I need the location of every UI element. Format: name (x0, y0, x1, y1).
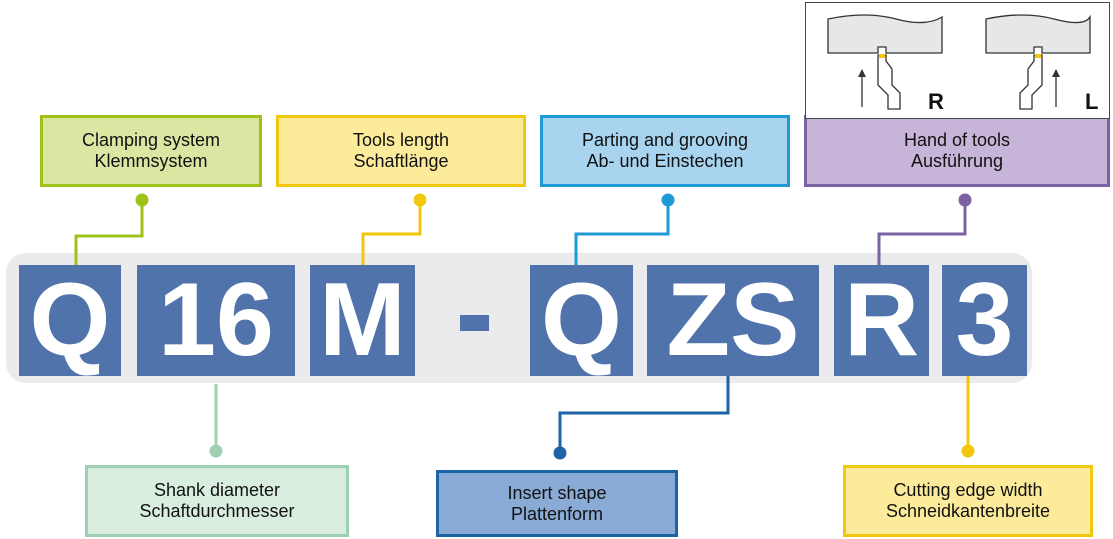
code-separator-dash (460, 315, 489, 331)
label-insert-shape: Insert shape Plattenform (436, 470, 678, 537)
label-parting-en: Parting and grooving (581, 130, 749, 150)
connector-dot-length (413, 193, 427, 207)
hand-right-label: R (928, 89, 944, 114)
hand-left-label: L (1085, 89, 1099, 114)
hand-tool-illustration (827, 14, 1091, 110)
label-insert-en: Insert shape (507, 482, 607, 503)
insert-left (1035, 54, 1041, 58)
workpiece-right (827, 14, 943, 54)
connector-hand (877, 200, 967, 265)
label-shank-en: Shank diameter (153, 480, 281, 500)
label-hand-of-tools: Hand of tools Ausführung (804, 115, 1110, 187)
tool-right (877, 54, 901, 110)
connector-dot-shank (209, 444, 223, 458)
label-hand-en: Hand of tools (903, 130, 1011, 150)
label-cutting-en: Cutting edge width (893, 480, 1043, 500)
label-cutting-edge-width: Cutting edge width Schneidkantenbreite (843, 465, 1093, 537)
feed-arrowhead-left (1052, 69, 1060, 77)
label-parting-grooving: Parting and grooving Ab- und Einstechen (540, 115, 790, 187)
hand-of-tools-diagram: R L (805, 2, 1110, 119)
label-clamping-de: Klemmsystem (94, 151, 208, 171)
code-segment-insert-shape: ZS (647, 265, 819, 376)
connector-dot-parting (661, 193, 675, 207)
connector-dot-cutting (961, 444, 975, 458)
code-segment-hand-of-tools: R (834, 265, 929, 376)
workpiece-left (985, 14, 1091, 54)
label-hand-de: Ausführung (910, 151, 1004, 171)
connector-dot-clamping (135, 193, 149, 207)
code-segment-tools-length: M (310, 265, 415, 376)
code-segment-shank-diameter: 16 (137, 265, 295, 376)
connector-dot-insert (553, 446, 567, 460)
connector-dot-hand (958, 193, 972, 207)
label-parting-de: Ab- und Einstechen (586, 151, 744, 171)
label-shank-diameter: Shank diameter Schaftdurchmesser (85, 465, 349, 537)
tool-left (1019, 54, 1043, 110)
code-segment-cutting-edge-width: 3 (942, 265, 1027, 376)
connector-insert (558, 376, 730, 453)
code-segment-parting-grooving: Q (530, 265, 633, 376)
code-segment-clamping-system: Q (19, 265, 121, 376)
feed-arrowhead-right (858, 69, 866, 77)
connector-length (361, 200, 422, 265)
label-length-en: Tools length (352, 130, 450, 150)
label-clamping-en: Clamping system (81, 130, 221, 150)
label-insert-de: Plattenform (510, 503, 604, 524)
label-clamping-system: Clamping system Klemmsystem (40, 115, 262, 187)
connector-parting (574, 200, 670, 265)
label-tools-length: Tools length Schaftlänge (276, 115, 526, 187)
insert-right (879, 54, 885, 58)
connector-clamping (74, 200, 144, 265)
label-shank-de: Schaftdurchmesser (139, 501, 295, 521)
label-length-de: Schaftlänge (353, 151, 449, 171)
label-cutting-de: Schneidkantenbreite (885, 501, 1051, 521)
